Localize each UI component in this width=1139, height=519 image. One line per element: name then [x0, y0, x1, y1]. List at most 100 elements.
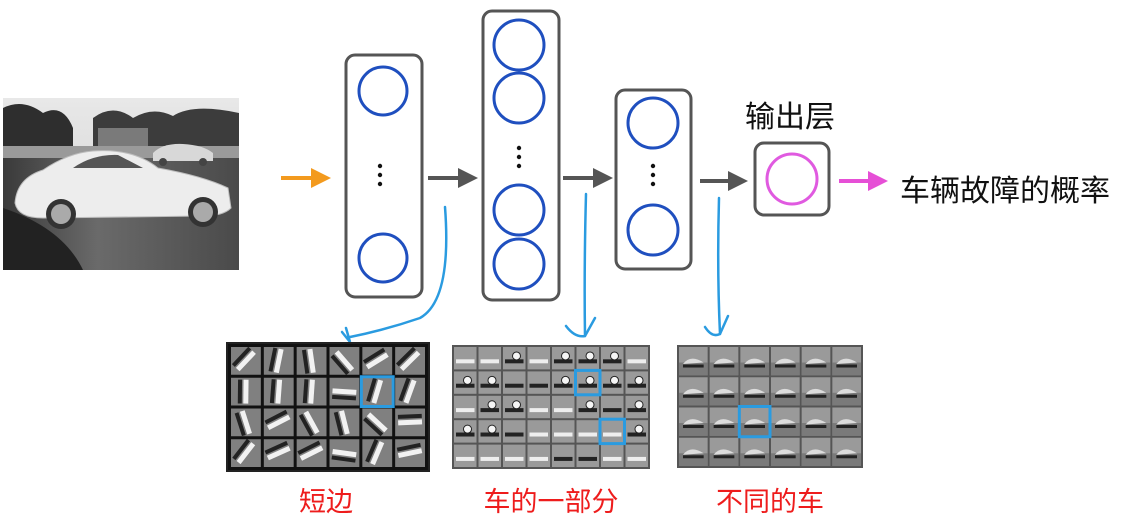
feature-tile — [297, 378, 327, 406]
caption-edges: 短边 — [226, 480, 426, 519]
feature-tile — [626, 347, 649, 369]
hidden-layer-3 — [616, 90, 691, 269]
feature-tile — [454, 396, 477, 418]
feature-tile — [454, 420, 477, 442]
hidden-layer-2 — [483, 11, 559, 300]
feature-tile — [577, 371, 600, 393]
feature-tile — [601, 420, 624, 442]
output-neuron — [767, 154, 817, 204]
feature-tile — [362, 347, 392, 375]
feature-tile — [601, 396, 624, 418]
feature-tile — [771, 438, 800, 466]
feature-tile — [503, 396, 526, 418]
neuron — [494, 185, 544, 235]
feature-tile — [771, 377, 800, 405]
feature-tile — [832, 377, 861, 405]
feature-tile — [802, 408, 831, 436]
feature-tile — [503, 420, 526, 442]
feature-tile — [362, 439, 392, 467]
feature-tile — [264, 347, 294, 375]
feature-tile — [626, 420, 649, 442]
feature-tile — [297, 409, 327, 437]
feature-tile — [231, 378, 261, 406]
feature-tile — [362, 409, 392, 437]
feature-tile — [264, 409, 294, 437]
feature-tile — [454, 347, 477, 369]
feature-tile — [395, 378, 425, 406]
caption-car-parts: 车的一部分 — [452, 480, 650, 519]
feature-tile — [832, 408, 861, 436]
feature-tile — [679, 377, 708, 405]
feature-tile — [832, 347, 861, 375]
feature-map-whole-cars — [677, 345, 863, 468]
feature-map-car-parts — [452, 345, 650, 469]
feature-tile — [626, 371, 649, 393]
feature-tile — [740, 438, 769, 466]
feature-tile — [297, 347, 327, 375]
feature-tile — [479, 371, 502, 393]
feature-tile — [601, 445, 624, 467]
feature-tile — [330, 409, 360, 437]
feature-tile — [231, 409, 261, 437]
output-layer — [755, 143, 829, 215]
feature-tile — [601, 371, 624, 393]
neuron — [494, 20, 544, 70]
feature-tile — [710, 408, 739, 436]
feature-tile — [330, 378, 360, 406]
feature-tile — [362, 378, 392, 406]
feature-tile — [503, 347, 526, 369]
feature-tile — [479, 396, 502, 418]
feature-tile — [552, 396, 575, 418]
feature-tile — [577, 396, 600, 418]
feature-tile — [577, 347, 600, 369]
feature-tile — [740, 408, 769, 436]
feature-tile — [395, 409, 425, 437]
neuron — [494, 73, 544, 123]
output-text: 车辆故障的概率 — [900, 166, 1110, 210]
feature-tile — [771, 347, 800, 375]
layer-box — [346, 55, 422, 297]
feature-tile — [297, 439, 327, 467]
feature-tile — [679, 408, 708, 436]
annotation-arrow-edges — [342, 207, 446, 342]
feature-tile — [503, 371, 526, 393]
feature-tile — [552, 347, 575, 369]
feature-tile — [771, 408, 800, 436]
ellipsis-icon — [517, 146, 521, 168]
feature-tile — [832, 438, 861, 466]
feature-tile — [528, 445, 551, 467]
feature-tile — [577, 445, 600, 467]
feature-tile — [454, 371, 477, 393]
feature-tile — [552, 371, 575, 393]
feature-tile — [330, 439, 360, 467]
feature-tile — [626, 445, 649, 467]
feature-tile — [395, 439, 425, 467]
feature-tile — [231, 439, 261, 467]
feature-tile — [454, 445, 477, 467]
feature-tile — [528, 347, 551, 369]
ellipsis-icon — [651, 164, 655, 186]
neuron — [359, 67, 407, 115]
feature-tile — [503, 445, 526, 467]
feature-tile — [479, 420, 502, 442]
feature-tile — [710, 438, 739, 466]
feature-tile — [264, 439, 294, 467]
ellipsis-icon — [378, 164, 382, 186]
feature-tile — [552, 445, 575, 467]
feature-tile — [802, 377, 831, 405]
feature-tile — [395, 347, 425, 375]
neuron — [494, 239, 544, 289]
feature-tile — [601, 347, 624, 369]
neuron — [628, 205, 678, 255]
feature-tile — [528, 396, 551, 418]
feature-tile — [626, 396, 649, 418]
feature-tile — [264, 378, 294, 406]
caption-whole-cars: 不同的车 — [677, 480, 863, 519]
annotation-arrow-parts — [566, 194, 595, 336]
feature-tile — [710, 347, 739, 375]
feature-tile — [679, 347, 708, 375]
neuron — [628, 98, 678, 148]
feature-tile — [577, 420, 600, 442]
feature-tile — [740, 377, 769, 405]
feature-tile — [479, 445, 502, 467]
